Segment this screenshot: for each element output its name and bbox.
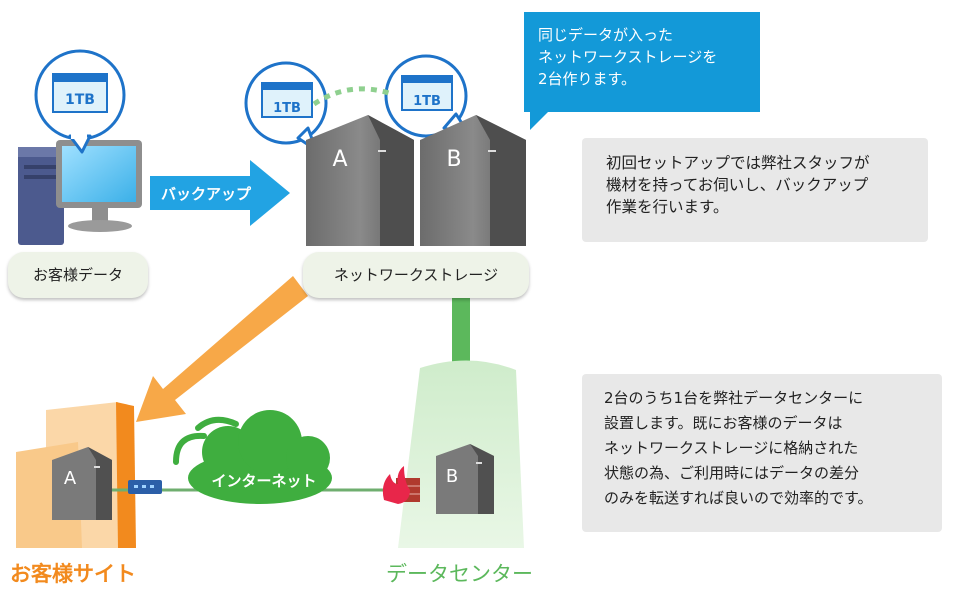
site-storage-a-letter: A bbox=[64, 468, 77, 489]
note-line: 機材を持ってお伺いし、バックアップ bbox=[606, 176, 869, 194]
callout-line: ネットワークストレージを bbox=[538, 48, 718, 66]
note-initial-setup: 初回セットアップでは弊社スタッフが 機材を持ってお伺いし、バックアップ 作業を行… bbox=[582, 138, 928, 242]
note-line: のみを転送すれば良いので効率的です。 bbox=[604, 489, 873, 507]
callout-line: 2台作ります。 bbox=[538, 70, 637, 88]
storage-b-capacity-bubble bbox=[384, 54, 472, 138]
note-line: 初回セットアップでは弊社スタッフが bbox=[606, 154, 870, 172]
sync-dotted-arc bbox=[312, 86, 393, 107]
network-storage-pill: ネットワークストレージ bbox=[303, 252, 529, 298]
note-line: ネットワークストレージに格納された bbox=[604, 439, 859, 457]
customer-site-label: お客様サイト bbox=[10, 562, 136, 586]
internet-label: インターネット bbox=[211, 472, 316, 490]
datacenter-storage-b-letter: B bbox=[446, 466, 458, 487]
note-line: 状態の為、ご利用時にはデータの差分 bbox=[604, 464, 860, 482]
callout-line: 同じデータが入った bbox=[538, 26, 674, 44]
backup-arrow bbox=[150, 160, 290, 226]
storage-b-capacity-label: 1TB bbox=[413, 94, 441, 109]
firewall-icon bbox=[382, 466, 420, 504]
backup-arrow-label: バックアップ bbox=[161, 185, 252, 203]
network-storage-label: ネットワークストレージ bbox=[333, 266, 499, 284]
internet-cloud-icon bbox=[173, 410, 332, 504]
router-icon bbox=[128, 480, 162, 494]
customer-data-label: お客様データ bbox=[32, 266, 123, 284]
callout-tail bbox=[530, 110, 550, 130]
note-line: 作業を行います。 bbox=[606, 198, 729, 216]
storage-b-letter: B bbox=[446, 147, 461, 172]
data-center-label: データセンター bbox=[386, 562, 533, 586]
datacenter-storage-b-icon bbox=[436, 444, 494, 514]
site-storage-a-icon bbox=[52, 447, 112, 520]
storage-a-capacity-label: 1TB bbox=[273, 101, 301, 116]
storage-tower-a-icon bbox=[306, 115, 414, 246]
customer-pc-icon bbox=[18, 140, 142, 245]
storage-a-letter: A bbox=[332, 147, 347, 172]
note-line: 2台のうち1台を弊社データセンターに bbox=[604, 389, 864, 407]
note-line: 設置します。既にお客様のデータは bbox=[604, 414, 843, 432]
storage-tower-b-icon bbox=[420, 115, 526, 246]
orange-arrow-to-site bbox=[136, 276, 308, 422]
pc-disk-window-icon bbox=[52, 73, 108, 113]
callout-same-data: 同じデータが入った ネットワークストレージを 2台作ります。 bbox=[524, 12, 760, 112]
pc-capacity-label: 1TB bbox=[65, 92, 95, 108]
customer-data-pill: お客様データ bbox=[8, 252, 148, 298]
note-datacenter: 2台のうち1台を弊社データセンターに 設置します。既にお客様のデータは ネットワ… bbox=[582, 374, 942, 532]
